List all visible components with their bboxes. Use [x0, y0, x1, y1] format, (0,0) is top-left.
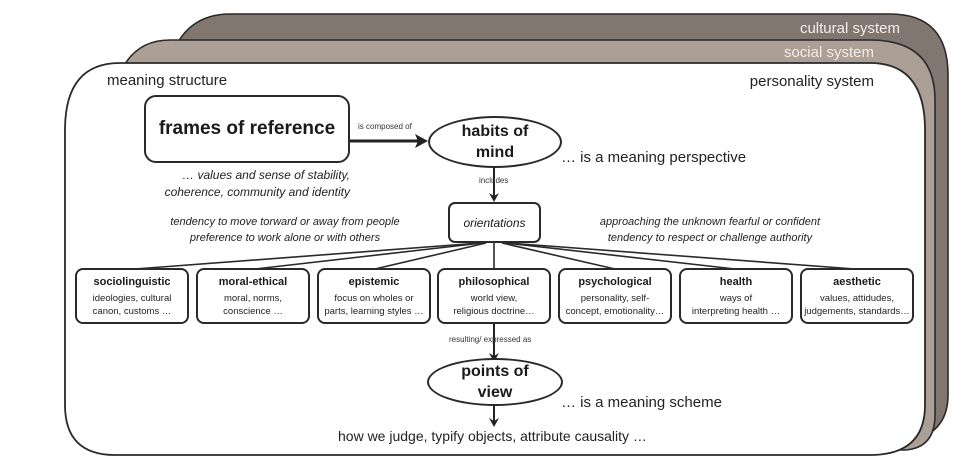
orientations-right-line2: tendency to respect or challenge authori…: [607, 232, 813, 244]
social-system-label: social system: [783, 44, 874, 61]
includes-arrowhead: [489, 193, 499, 202]
category-desc-line2: judgements, standards…: [804, 306, 910, 317]
personality-system-label: personality system: [749, 73, 874, 90]
orientations-left-note: tendency to move torward or away from pe…: [150, 214, 420, 246]
points-line2: view: [477, 384, 513, 401]
frames-of-reference-title: frames of reference: [158, 118, 336, 139]
frames-description: … values and sense of stability, coheren…: [140, 167, 350, 201]
category-title: psychological: [578, 276, 652, 288]
category-title: health: [719, 276, 753, 288]
category-sociolinguistic: sociolinguistic ideologies, cultural can…: [75, 268, 189, 324]
category-desc-line2: canon, customs …: [92, 306, 172, 317]
orientations-right-note: approaching the unknown fearful or confi…: [575, 214, 845, 246]
category-title: epistemic: [348, 276, 400, 288]
resulting-label: resulting/ expressed as: [449, 335, 532, 344]
habits-line2: mind: [475, 144, 515, 161]
orientation-fan-lines: [134, 242, 856, 270]
points-result-text: how we judge, typify objects, attribute …: [338, 428, 647, 444]
cultural-system-label: cultural system: [799, 20, 900, 37]
category-title: philosophical: [458, 276, 530, 288]
category-desc-line2: conscience …: [223, 306, 283, 317]
category-desc-line1: focus on wholes or: [334, 293, 414, 304]
meaning-scheme-note: … is a meaning scheme: [561, 394, 722, 411]
category-health: health ways of interpreting health …: [679, 268, 793, 324]
orientations-label: orientations: [463, 215, 526, 230]
category-philosophical: philosophical world view, religious doct…: [437, 268, 551, 324]
composed-arrowhead: [415, 134, 428, 148]
orientations-box: orientations: [448, 202, 541, 243]
category-desc-line2: concept, emotionality…: [565, 306, 665, 317]
category-desc-line2: religious doctrine…: [453, 306, 535, 317]
frames-of-reference-box: frames of reference: [144, 95, 350, 163]
category-desc-line2: parts, learning styles …: [324, 306, 424, 317]
points-line1: points of: [461, 363, 529, 380]
habits-line1: habits of: [461, 123, 529, 140]
category-epistemic: epistemic focus on wholes or parts, lear…: [317, 268, 431, 324]
meaning-structure-label: meaning structure: [107, 72, 228, 89]
category-desc-line1: ideologies, cultural: [92, 293, 172, 304]
includes-label: includes: [479, 176, 509, 185]
category-desc-line1: ways of: [719, 293, 753, 304]
category-title: sociolinguistic: [93, 276, 171, 288]
category-desc-line2: interpreting health …: [691, 306, 781, 317]
category-title: aesthetic: [833, 276, 881, 288]
category-title: moral-ethical: [218, 276, 288, 288]
result-arrowhead: [489, 418, 499, 427]
orientations-right-line1: approaching the unknown fearful or confi…: [599, 216, 821, 228]
orientations-left-line2: preference to work alone or with others: [189, 232, 381, 244]
habits-of-mind-ellipse: habits of mind: [428, 116, 562, 168]
meaning-perspective-note: … is a meaning perspective: [561, 149, 747, 166]
category-psychological: psychological personality, self- concept…: [558, 268, 672, 324]
composed-of-label: is composed of: [358, 122, 412, 131]
category-desc-line1: moral, norms,: [223, 293, 283, 304]
frames-desc-line2: coherence, community and identity: [164, 185, 350, 199]
category-aesthetic: aesthetic values, attidudes, judgements,…: [800, 268, 914, 324]
category-desc-line1: values, attidudes,: [820, 293, 894, 304]
category-moral-ethical: moral-ethical moral, norms, conscience …: [196, 268, 310, 324]
frames-desc-line1: … values and sense of stability,: [182, 168, 350, 182]
category-desc-line1: personality, self-: [580, 293, 650, 304]
category-desc-line1: world view,: [470, 293, 518, 304]
orientations-left-line1: tendency to move torward or away from pe…: [170, 216, 400, 228]
points-of-view-ellipse: points of view: [427, 358, 563, 406]
